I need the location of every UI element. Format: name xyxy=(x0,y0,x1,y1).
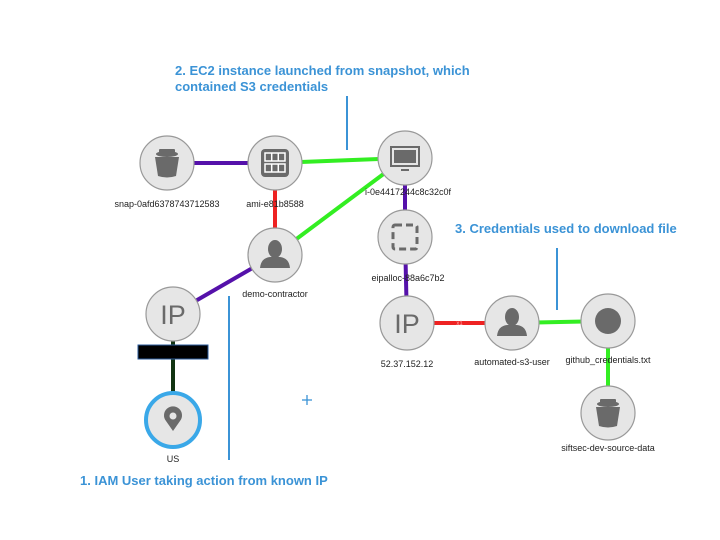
bucket-lid xyxy=(159,149,175,153)
node-label: 52.37.152.12 xyxy=(381,359,434,369)
node-user1[interactable]: demo-contractor xyxy=(242,227,308,299)
node-ip2[interactable]: IP 52.37.152.12 xyxy=(379,295,435,369)
node-label: automated-s3-user xyxy=(474,357,550,367)
node-label: ami-e81b8588 xyxy=(246,199,304,209)
annotation-step-2: 2. EC2 instance launched from snapshot, … xyxy=(175,63,470,95)
user-icon xyxy=(497,308,527,336)
node-eip[interactable]: eipalloc-88a6c7b2 xyxy=(371,209,445,283)
ip-icon: IP xyxy=(160,300,186,330)
dashed-square-icon xyxy=(391,223,419,251)
annotation-step-1-line-1: 1. IAM User taking action from known IP xyxy=(80,473,328,488)
node-ip1[interactable]: IP xyxy=(145,286,201,342)
node-user2[interactable]: automated-s3-user xyxy=(474,295,550,367)
annotation-step-3-line-1: 3. Credentials used to download file xyxy=(455,221,677,236)
node-ami[interactable]: ami-e81b8588 xyxy=(246,135,304,209)
monitor-icon xyxy=(390,146,420,171)
node-inst[interactable]: i-0e4417244c8c32c0f xyxy=(365,130,452,197)
edges-layer: x1 xyxy=(167,156,610,420)
node-circle xyxy=(145,286,201,342)
crosshair-cursor-icon xyxy=(302,395,312,405)
node-label: US xyxy=(167,454,180,464)
location-pin-icon xyxy=(164,406,182,431)
node-circle xyxy=(379,295,435,351)
redacted-label-bar xyxy=(137,344,209,360)
bucket-lid xyxy=(600,399,616,403)
ami-grid-icon xyxy=(261,149,289,177)
nodes-layer: snap-0afd6378743712583 ami-e81b8588 i-0e44… xyxy=(114,130,655,464)
node-label: siftsec-dev-source-data xyxy=(561,443,655,453)
node-snap[interactable]: snap-0afd6378743712583 xyxy=(114,135,220,209)
node-label: i-0e4417244c8c32c0f xyxy=(365,187,452,197)
annotation-step-1: 1. IAM User taking action from known IP xyxy=(80,473,328,489)
edge-label: x1 xyxy=(456,321,463,327)
node-us[interactable]: US xyxy=(144,391,202,464)
annotation-step-2-line-1: 2. EC2 instance launched from snapshot, … xyxy=(175,63,470,78)
node-circle xyxy=(377,209,433,265)
node-label: github_credentials.txt xyxy=(565,355,651,365)
node-bucket[interactable]: siftsec-dev-source-data xyxy=(561,385,655,453)
annotation-step-2-line-2: contained S3 credentials xyxy=(175,79,329,94)
user-icon xyxy=(260,240,290,268)
node-label: snap-0afd6378743712583 xyxy=(114,199,219,209)
file-dot-icon xyxy=(595,308,621,334)
bucket-body xyxy=(155,157,179,178)
bucket-body xyxy=(596,407,620,428)
node-label: demo-contractor xyxy=(242,289,308,299)
annotation-step-3: 3. Credentials used to download file xyxy=(455,221,677,237)
node-file[interactable]: github_credentials.txt xyxy=(565,293,651,365)
ip-icon: IP xyxy=(394,309,420,339)
node-label: eipalloc-88a6c7b2 xyxy=(371,273,444,283)
